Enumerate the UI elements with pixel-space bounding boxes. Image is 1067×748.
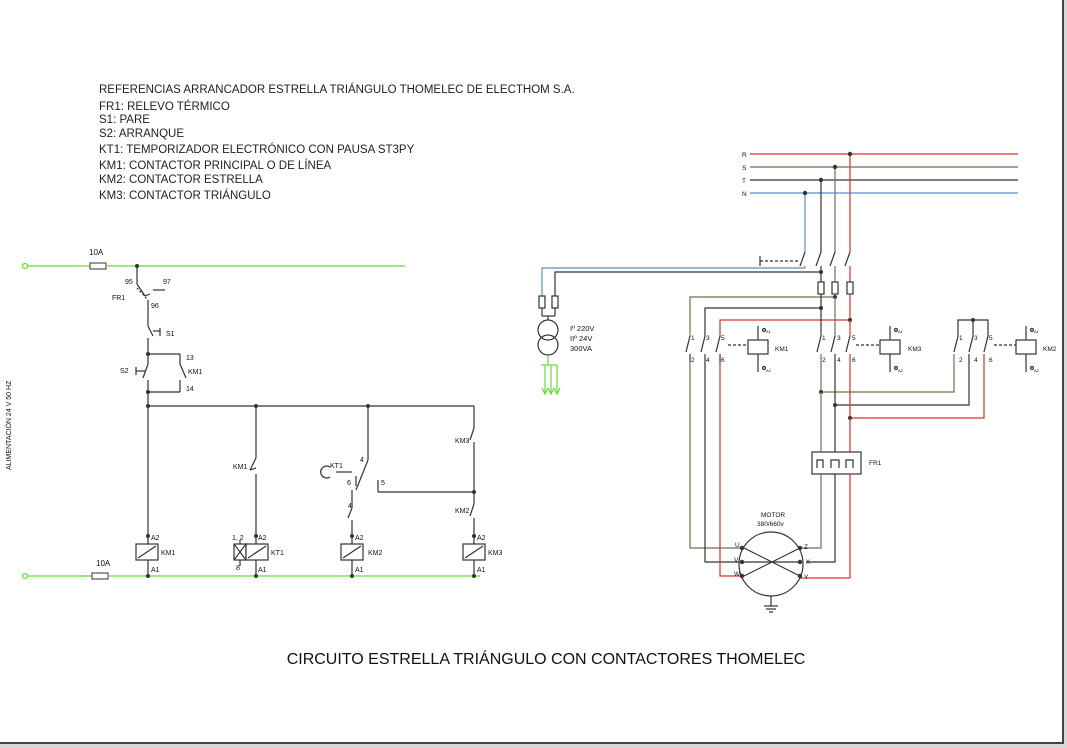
reference-s2: S2: ARRANQUE [99,128,184,140]
reference-kt1: KT1: TEMPORIZADOR ELECTRÓNICO CON PAUSA … [99,144,415,156]
supply-voltage-label: ALIMENTACIÓN 24 V 50 HZ [4,380,13,470]
km1-coil-label: KM1 [161,550,176,557]
km2-coil-a1: A1 [1034,329,1040,334]
km3-coil-a2: A2 [477,535,486,542]
km3-pin-6: 6 [852,357,856,364]
motor-terminal-v: V [734,557,739,564]
km2-pin-1: 1 [959,335,963,342]
s1-label: S1 [166,331,175,338]
kt1-coil-label: KT1 [271,550,284,557]
fr1-power-label: FR1 [869,460,882,467]
kt1-terminal-8: 8 [236,565,240,572]
transformer-power: 300VA [570,344,592,353]
motor-terminal-y: Y [804,574,809,581]
diagram-caption: CIRCUITO ESTRELLA TRIÁNGULO CON CONTACTO… [287,649,806,668]
reference-km2: KM2: CONTACTOR ESTRELLA [99,174,263,186]
km3-pin-1: 1 [822,335,826,342]
kt1-coil-a2: A2 [258,535,267,542]
terminal-95: 95 [125,279,133,286]
s2-label: S2 [120,368,129,375]
km1-pin-6: 6 [721,357,725,364]
km3-pin-4: 4 [837,357,841,364]
km1-pin-3: 3 [706,335,710,342]
km3-coil-a2: A2 [898,368,904,373]
transformer-primary: Iº 220V [570,324,594,333]
phase-s-label: S [742,165,747,172]
km3-pin-3: 3 [837,335,841,342]
kt1-terminal-4b: 4 [348,503,352,510]
km1-pin-5: 5 [721,335,725,342]
phase-t-label: T [742,178,746,185]
kt1-terminal-5: 5 [381,480,385,487]
motor-terminal-u: U [735,542,740,549]
fr1-contact-label: FR1 [112,295,125,302]
fuse-bottom-label: 10A [96,559,111,568]
terminal-13: 13 [186,355,194,362]
km2-coil-a2: A2 [1034,368,1040,373]
km2-pin-5: 5 [989,335,993,342]
km2-pin-3: 3 [974,335,978,342]
km2-coil-a1: A1 [355,567,364,574]
motor-rating: 380/660v [757,521,784,528]
km1-coil-a2: A2 [151,535,160,542]
terminal-97: 97 [163,279,171,286]
motor-terminal-w: W [734,571,741,578]
motor-title: MOTOR [761,512,785,519]
km1-aux-label: KM1 [188,369,203,376]
phase-r-label: R [742,152,747,159]
km1-nc-label: KM1 [233,464,248,471]
kt1-coil-a1: A1 [258,567,267,574]
km2-pin-4: 4 [974,357,978,364]
reference-s1: S1: PARE [99,114,150,126]
motor-terminal-z: Z [804,544,808,551]
km1-coil-a1: A1 [766,329,772,334]
transformer-secondary: IIº 24V [570,334,592,343]
km1-pin-2: 2 [691,357,695,364]
terminal-14: 14 [186,386,194,393]
km3-power-label: KM3 [908,346,922,353]
control-circuit [21,262,486,580]
km3-nc-label: KM3 [455,438,470,445]
fuse-top-label: 10A [89,248,104,257]
power-circuit [537,151,1037,613]
km2-power-label: KM2 [1043,346,1057,353]
km1-power-label: KM1 [775,346,789,353]
kt1-label: KT1 [330,463,343,470]
km3-pin-5: 5 [852,335,856,342]
km2-nc-label: KM2 [455,508,470,515]
km2-pin-6: 6 [989,357,993,364]
km3-coil-a1: A1 [898,329,904,334]
km2-coil-a2: A2 [355,535,364,542]
km1-coil-a1: A1 [151,567,160,574]
reference-km3: KM3: CONTACTOR TRIÁNGULO [99,190,271,202]
km1-pin-4: 4 [706,357,710,364]
kt1-terminal-4: 4 [360,457,364,464]
phase-n-label: N [742,191,747,198]
km1-pin-1: 1 [691,335,695,342]
terminal-96: 96 [151,303,159,310]
km3-coil-label: KM3 [488,550,503,557]
motor-terminal-x: X [806,559,811,566]
km3-pin-2: 2 [822,357,826,364]
reference-km1: KM1: CONTACTOR PRINCIPAL O DE LÍNEA [99,160,332,172]
kt1-terminal-12: 1, 2 [232,535,244,542]
reference-fr1: FR1: RELEVO TÉRMICO [99,101,230,113]
km1-coil-a2: A2 [766,368,772,373]
references-title: REFERENCIAS ARRANCADOR ESTRELLA TRIÁNGUL… [99,84,575,96]
km3-coil-a1: A1 [477,567,486,574]
km2-coil-label: KM2 [368,550,383,557]
km2-pin-2: 2 [959,357,963,364]
kt1-terminal-6: 6 [347,480,351,487]
